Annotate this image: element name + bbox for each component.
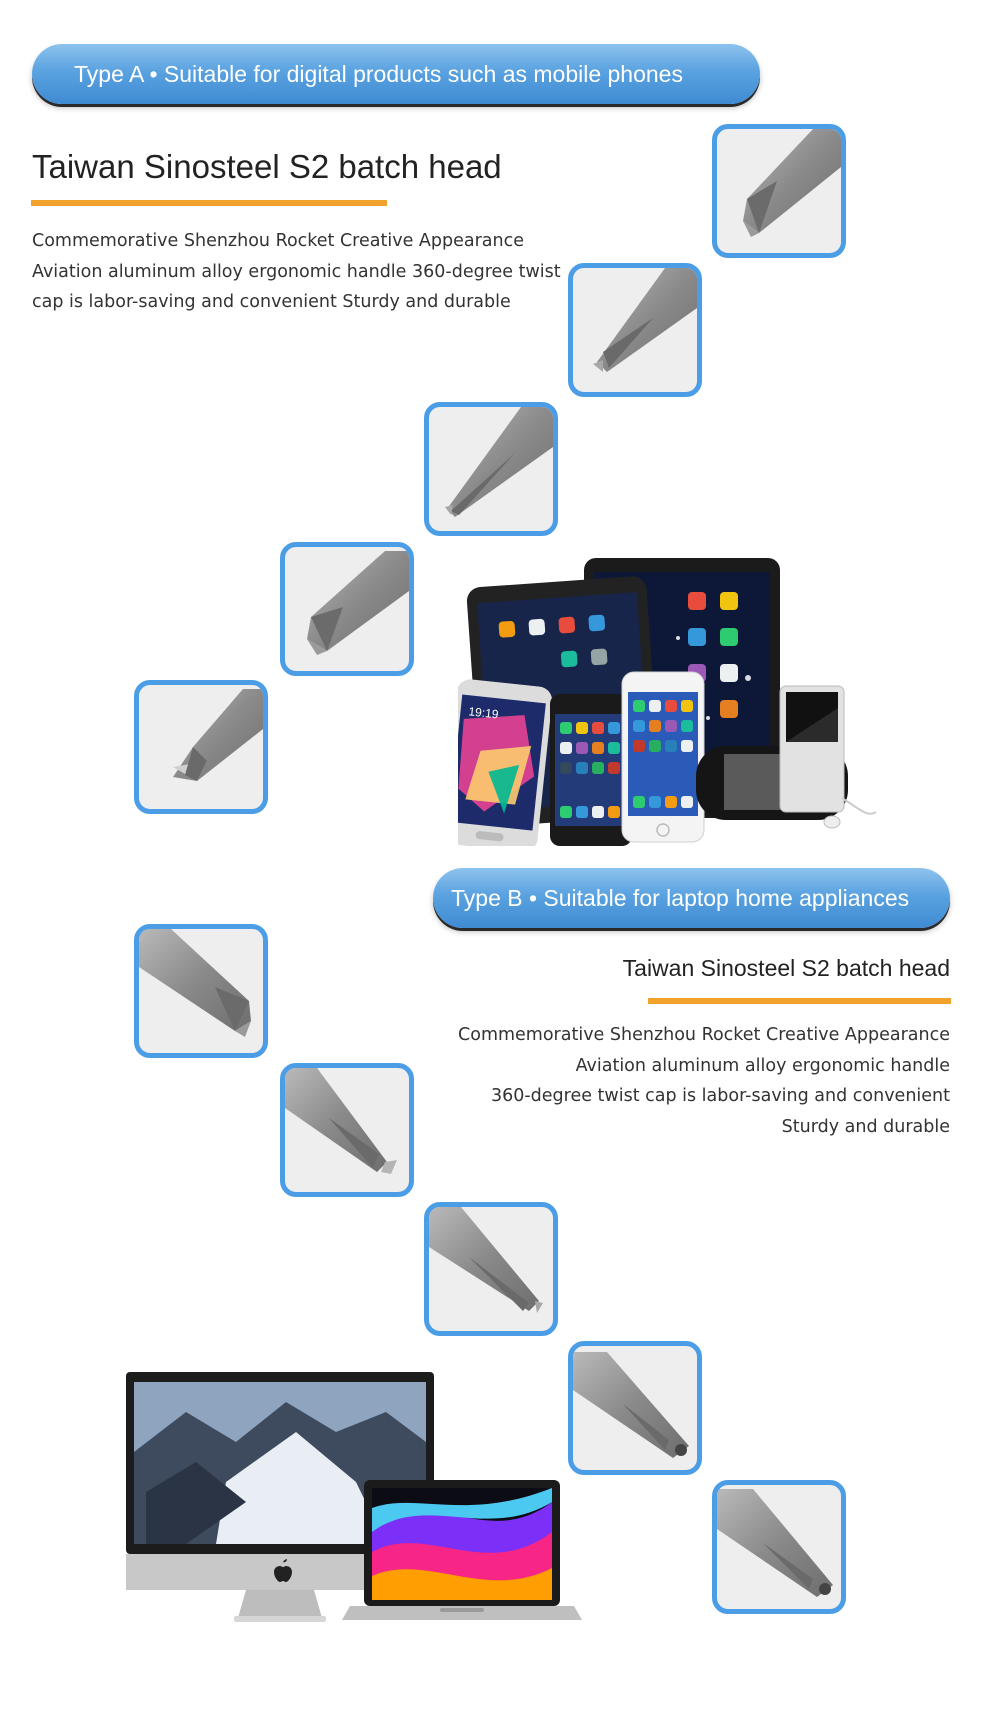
mobile-devices-image: 19:19 [442, 558, 878, 852]
bit-tile-a4 [280, 542, 414, 676]
type-a-banner: Type A • Suitable for digital products s… [32, 44, 760, 104]
type-a-title: Taiwan Sinosteel S2 batch head [32, 148, 502, 185]
phillips-bit-icon [743, 129, 841, 237]
bit-tile-a3 [424, 402, 558, 536]
apple-logo-icon [274, 1559, 292, 1582]
bit-tile-a2 [568, 263, 702, 397]
type-a-desc-line: Commemorative Shenzhou Rocket Creative A… [32, 231, 524, 251]
phillips-bit-icon [139, 929, 251, 1037]
type-b-description: Commemorative Shenzhou Rocket Creative A… [350, 1020, 950, 1142]
type-b-desc-line: Commemorative Shenzhou Rocket Creative A… [458, 1025, 950, 1045]
phillips-bit-icon [429, 1207, 543, 1313]
bit-tile-b3 [424, 1202, 558, 1336]
type-a-desc-line: Aviation aluminum alloy ergonomic handle… [32, 261, 561, 282]
type-b-banner: Type B • Suitable for laptop home applia… [433, 868, 950, 928]
devices-illustration: 19:19 [442, 558, 877, 852]
computer-devices-image [126, 1372, 582, 1626]
bit-tile-b2 [280, 1063, 414, 1197]
type-b-title: Taiwan Sinosteel S2 batch head [622, 955, 950, 981]
type-a-description: Commemorative Shenzhou Rocket Creative A… [32, 226, 592, 318]
type-b-desc-line: Sturdy and durable [781, 1116, 950, 1137]
type-a-desc-line: cap is labor-saving and convenient Sturd… [32, 292, 511, 312]
phillips-bit-icon [593, 268, 697, 372]
phillips-bit-icon [173, 689, 263, 781]
type-b-title-underline [648, 998, 951, 1004]
type-b-desc-line: Aviation aluminum alloy ergonomic handle [575, 1055, 950, 1076]
bit-tile-b4 [568, 1341, 702, 1475]
bit-tile-b5 [712, 1480, 846, 1614]
type-a-title-underline [31, 200, 387, 206]
bit-tile-a1 [712, 124, 846, 258]
phillips-bit-icon [285, 1068, 397, 1174]
type-b-banner-text: Type B • Suitable for laptop home applia… [451, 884, 910, 911]
type-a-banner-text: Type A • Suitable for digital products s… [74, 60, 683, 87]
torx-bit-icon [717, 1489, 833, 1597]
phillips-bit-icon [307, 551, 409, 655]
type-b-desc-line: 360-degree twist cap is labor-saving and… [490, 1086, 950, 1106]
phillips-bit-icon [445, 407, 553, 517]
phone-clock: 19:19 [468, 704, 500, 721]
torx-bit-icon [573, 1352, 689, 1458]
bit-tile-a5 [134, 680, 268, 814]
bit-tile-b1 [134, 924, 268, 1058]
computers-illustration [126, 1372, 582, 1622]
